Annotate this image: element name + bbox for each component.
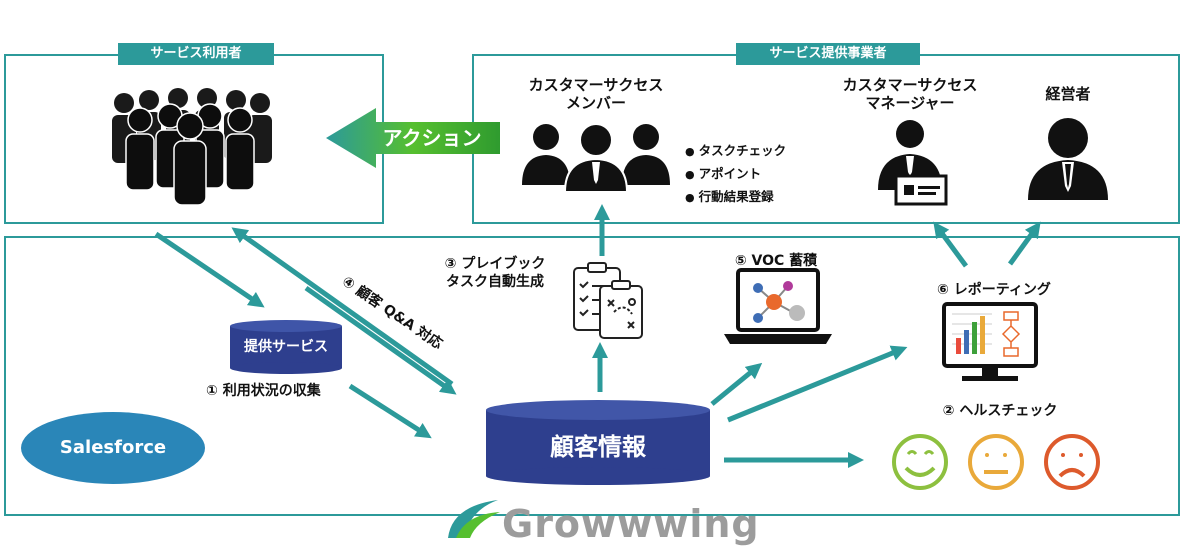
sad-face-icon [1044, 434, 1100, 490]
arrow-qa-to-users [231, 227, 454, 387]
step-reporting-label: ⑥ レポーティング [937, 282, 1051, 298]
cs-member-label: カスタマーサクセス メンバー [528, 76, 664, 112]
task-item: 行動結果登録 [685, 186, 786, 209]
smile-face-icon [892, 434, 948, 490]
member-task-list: タスクチェック アポイント 行動結果登録 [685, 140, 787, 209]
step-playbook-label: ③ プレイブック タスク自動生成 [444, 256, 546, 290]
arrow-reporting-to-executive [1007, 221, 1041, 266]
team-icon [522, 123, 670, 193]
executive-label: 経営者 [1020, 85, 1116, 103]
monitor-chart-icon [942, 302, 1038, 381]
salesforce-label: Salesforce [59, 437, 167, 458]
growwwing-logo-icon [448, 500, 500, 538]
manager-icon [878, 120, 948, 206]
arrow-customer-to-reporting [727, 345, 908, 423]
laptop-network-icon [724, 268, 832, 344]
provider-group-tag: サービス提供事業者 [736, 43, 920, 65]
action-label: アクション [382, 126, 482, 150]
arrow-collect-to-customer [348, 383, 432, 439]
customer-database [486, 400, 710, 485]
step-voc-label: ⑤ VOC 蓄積 [734, 253, 818, 269]
clipboard-icon [573, 262, 643, 339]
task-item: アポイント [685, 163, 786, 186]
service-database [230, 320, 342, 374]
arrow-users-to-customer [304, 285, 457, 395]
executive-text: 経営者 [1045, 85, 1091, 103]
step-collect-label: ① 利用状況の収集 [206, 383, 321, 399]
neutral-face-icon [968, 434, 1024, 490]
brand-name: Growwwing [502, 502, 760, 546]
executive-icon [1028, 118, 1108, 200]
crowd-icon [112, 88, 272, 206]
task-item: タスクチェック [685, 140, 787, 163]
service-db-label: 提供サービス [244, 339, 328, 355]
action-arrow [326, 108, 500, 168]
step-health-label: ② ヘルスチェック [942, 403, 1058, 419]
cs-manager-label: カスタマーサクセス マネージャー [842, 76, 978, 112]
salesforce-ellipse [21, 412, 205, 484]
arrow-users-to-service [154, 231, 265, 308]
customer-db-label: 顧客情報 [550, 433, 646, 461]
users-group-tag: サービス利用者 [118, 43, 274, 65]
arrow-reporting-to-manager [933, 221, 969, 268]
arrow-customer-to-voc [710, 362, 763, 406]
